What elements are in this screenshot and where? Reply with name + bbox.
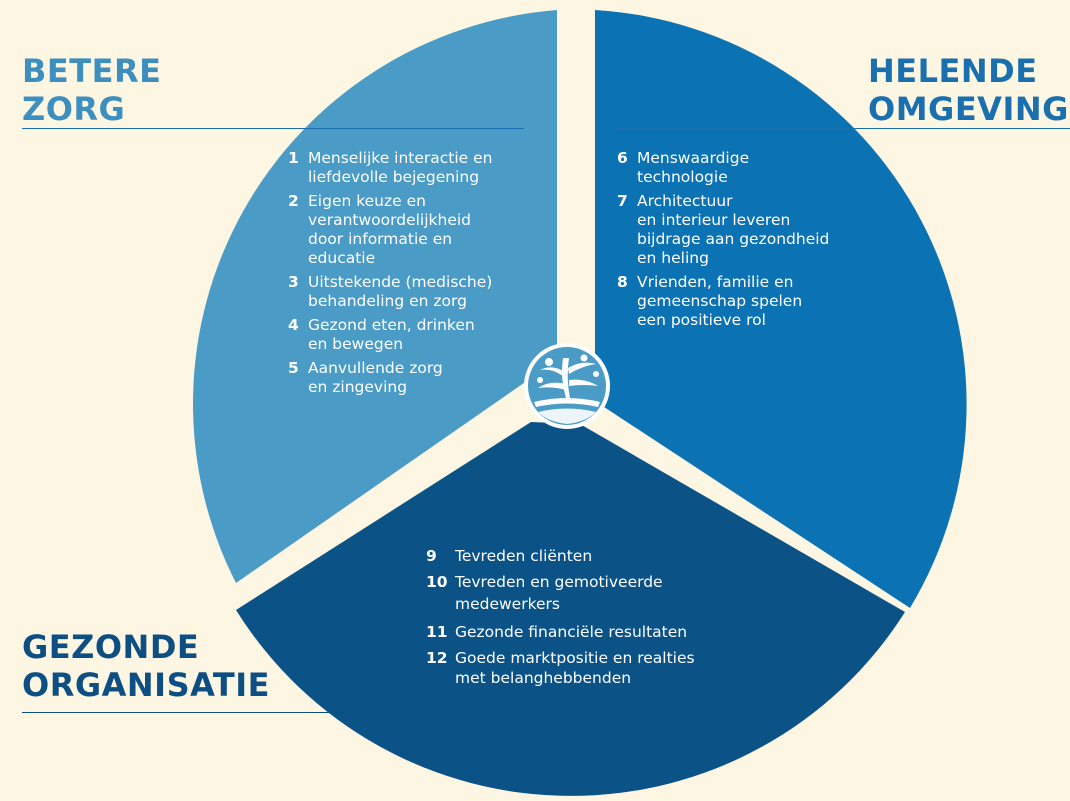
item-number: 12	[426, 649, 448, 667]
list-item: 2 Eigen keuze en verantwoordelijkheid do…	[288, 192, 493, 268]
item-line: en interieur leveren	[637, 211, 791, 229]
item-line: verantwoordelijkheid	[308, 211, 471, 229]
title-betere-zorg: BETERE ZORG	[22, 52, 161, 128]
item-line: educatie	[308, 249, 376, 267]
list-gezonde-organisatie: 9 Tevreden cliënten 10 Tevreden en gemot…	[426, 546, 695, 694]
list-betere-zorg: 1 Menselijke interactie en liefdevolle b…	[288, 149, 493, 402]
item-line: medewerkers	[455, 595, 561, 613]
item-line: Uitstekende (medische)	[308, 273, 493, 291]
sector-gezonde-organisatie	[236, 422, 905, 796]
item-text: Gezond eten, drinken en bewegen	[308, 316, 475, 354]
item-line: door informatie en	[308, 230, 453, 248]
title-gezonde-organisatie: GEZONDE ORGANISATIE	[22, 628, 270, 704]
list-item: 10 Tevreden en gemotiveerde medewerkers	[426, 572, 695, 616]
list-item: 3 Uitstekende (medische) behandeling en …	[288, 273, 493, 311]
item-line: Tevreden cliënten	[455, 547, 593, 565]
rule-helende-omgeving	[616, 128, 1070, 129]
rule-gezonde-organisatie	[22, 712, 742, 713]
item-text: Tevreden cliënten	[455, 546, 592, 566]
list-item: 4 Gezond eten, drinken en bewegen	[288, 316, 493, 354]
title-line: HELENDE	[868, 52, 1038, 90]
title-line: BETERE	[22, 52, 162, 90]
list-helende-omgeving: 6 Menswaardige technologie 7 Architectuu…	[617, 149, 829, 335]
sector-betere-zorg	[193, 10, 557, 583]
item-text: Vrienden, familie en gemeenschap spelen …	[637, 273, 802, 330]
item-text: Tevreden en gemotiveerde medewerkers	[455, 572, 663, 616]
list-item: 7 Architectuur en interieur leveren bijd…	[617, 192, 829, 268]
item-line: Tevreden en gemotiveerde	[455, 573, 663, 591]
item-line: Architectuur	[637, 192, 733, 210]
item-line: Menswaardige	[637, 149, 750, 167]
title-line: ZORG	[22, 90, 126, 128]
list-item: 12 Goede marktpositie en realties met be…	[426, 648, 695, 688]
list-item: 1 Menselijke interactie en liefdevolle b…	[288, 149, 493, 187]
item-text: Aanvullende zorg en zingeving	[308, 359, 443, 397]
item-line: liefdevolle bejegening	[308, 168, 480, 186]
title-helende-omgeving: HELENDE OMGEVING	[868, 52, 1069, 128]
rule-betere-zorg	[22, 128, 524, 129]
item-number: 8	[617, 273, 628, 291]
tree-logo-icon	[524, 343, 610, 429]
title-line: OMGEVING	[868, 90, 1069, 128]
list-item: 11 Gezonde financiële resultaten	[426, 622, 695, 642]
item-number: 1	[288, 149, 299, 167]
item-line: technologie	[637, 168, 728, 186]
item-line: behandeling en zorg	[308, 292, 467, 310]
item-number: 5	[288, 359, 299, 377]
item-line: en zingeving	[308, 378, 408, 396]
item-text: Goede marktpositie en realties met belan…	[455, 648, 695, 688]
item-number: 3	[288, 273, 299, 291]
item-number: 4	[288, 316, 299, 334]
item-line: gemeenschap spelen	[637, 292, 803, 310]
title-line: GEZONDE	[22, 628, 200, 666]
item-text: Uitstekende (medische) behandeling en zo…	[308, 273, 492, 311]
item-line: Gezonde financiële resultaten	[455, 623, 688, 641]
item-line: Goede marktpositie en realties	[455, 649, 695, 667]
list-item: 5 Aanvullende zorg en zingeving	[288, 359, 493, 397]
item-number: 10	[426, 573, 448, 591]
list-item: 6 Menswaardige technologie	[617, 149, 829, 187]
title-line: ORGANISATIE	[22, 666, 270, 704]
sector-helende-omgeving	[595, 10, 967, 608]
list-item: 8 Vrienden, familie en gemeenschap spele…	[617, 273, 829, 330]
item-number: 6	[617, 149, 628, 167]
item-number: 9	[426, 547, 437, 565]
item-line: een positieve rol	[637, 311, 766, 329]
list-item: 9 Tevreden cliënten	[426, 546, 695, 566]
item-line: bijdrage aan gezondheid	[637, 230, 830, 248]
item-number: 11	[426, 623, 448, 641]
item-line: Eigen keuze en	[308, 192, 426, 210]
item-number: 7	[617, 192, 628, 210]
item-line: Aanvullende zorg	[308, 359, 443, 377]
item-text: Menswaardige technologie	[637, 149, 749, 187]
item-line: Vrienden, familie en	[637, 273, 794, 291]
item-line: Gezond eten, drinken	[308, 316, 475, 334]
item-line: Menselijke interactie en	[308, 149, 493, 167]
item-line: en bewegen	[308, 335, 404, 353]
item-text: Architectuur en interieur leveren bijdra…	[637, 192, 829, 268]
item-text: Eigen keuze en verantwoordelijkheid door…	[308, 192, 471, 268]
item-number: 2	[288, 192, 299, 210]
item-text: Gezonde financiële resultaten	[455, 622, 687, 642]
item-line: met belanghebbenden	[455, 669, 632, 687]
item-text: Menselijke interactie en liefdevolle bej…	[308, 149, 493, 187]
item-line: en heling	[637, 249, 709, 267]
